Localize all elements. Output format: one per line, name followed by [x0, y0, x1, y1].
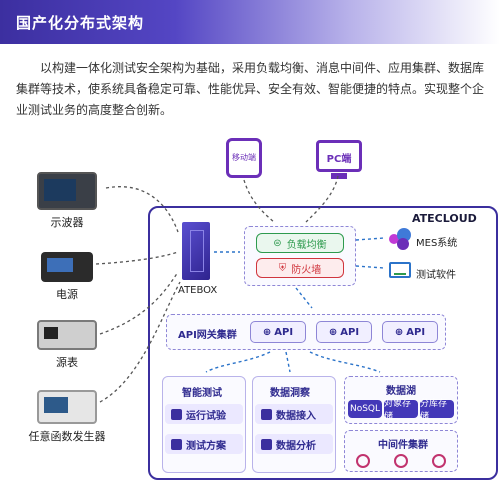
connector-oscilloscope — [105, 186, 179, 233]
data-insight-item: 数据接入 — [255, 404, 333, 424]
connector-mobile — [243, 179, 275, 223]
data-lake-title: 数据湖 — [386, 386, 416, 397]
api-node: ⊕API — [316, 321, 372, 343]
smart-test-box — [162, 376, 246, 473]
connector-api-lake — [309, 351, 381, 373]
device-label: 任意函数发生器 — [28, 430, 106, 443]
test-plan-icon — [171, 438, 182, 450]
connector-power — [95, 251, 179, 265]
pc-label: PC端 — [326, 154, 352, 165]
oscilloscope-icon — [37, 172, 97, 210]
api-node: ⊕API — [250, 321, 306, 343]
connector-pc — [305, 175, 339, 223]
api-icon: ⊕ — [328, 326, 338, 338]
pc-stand-icon — [331, 173, 347, 179]
data-lake-item: NoSQL — [348, 400, 382, 418]
data-insight-title: 数据洞察 — [270, 388, 310, 399]
api-icon: ⊕ — [262, 326, 272, 338]
smart-test-item: 测试方案 — [165, 434, 243, 454]
load-balance-icon: ⊜ — [273, 237, 282, 249]
page-title: 国产化分布式架构 — [16, 14, 145, 32]
device-power-supply: 电源 — [30, 252, 104, 302]
device-label: 示波器 — [50, 216, 84, 229]
middleware-title: 中间件集群 — [378, 440, 428, 451]
api-icon: ⊕ — [394, 326, 404, 338]
data-insight-box — [252, 376, 336, 473]
function-generator-icon — [37, 390, 97, 424]
load-balance-label: 负载均衡 — [286, 239, 327, 251]
mes-label: MES系统 — [416, 238, 458, 249]
api-node: ⊕API — [382, 321, 438, 343]
firewall-icon: ⛨ — [278, 262, 287, 274]
data-lake-item: 分库存储 — [420, 399, 454, 422]
connector-api-smart — [205, 351, 271, 373]
data-insight-item: 数据分析 — [255, 434, 333, 454]
test-software-icon — [389, 262, 411, 278]
connector-layer — [95, 175, 385, 403]
source-meter-icon — [37, 320, 97, 350]
firewall: ⛨ 防火墙 — [256, 258, 344, 278]
device-label: 源表 — [56, 356, 78, 369]
mobile-label: 移动端 — [232, 153, 256, 162]
data-lake-item: 对象存储 — [384, 399, 418, 422]
atecloud-title: ATECLOUD — [412, 212, 477, 225]
connector-generator — [99, 281, 181, 403]
test-software-label: 测试软件 — [416, 270, 456, 281]
device-oscilloscope: 示波器 — [30, 172, 104, 230]
atebox-label: ATEBOX — [178, 285, 218, 296]
connector-gateway-api — [295, 287, 313, 309]
power-supply-icon — [41, 252, 93, 282]
connector-source-meter — [99, 271, 179, 335]
data-analysis-icon — [261, 438, 272, 450]
data-access-icon — [261, 408, 272, 420]
intro-paragraph: 以构建一体化测试安全架构为基础，采用负载均衡、消息中间件、应用集群、数据库集群等… — [16, 61, 485, 117]
atebox-icon — [182, 222, 210, 280]
connector-gateway-software — [355, 265, 385, 269]
mobile-client: 移动端 — [226, 138, 262, 178]
load-balance: ⊜ 负载均衡 — [256, 233, 344, 253]
connector-api-data — [285, 351, 291, 373]
device-source-meter: 源表 — [30, 320, 104, 370]
header-banner: 国产化分布式架构 — [0, 0, 500, 44]
firewall-label: 防火墙 — [291, 264, 322, 276]
run-test-icon — [171, 408, 182, 420]
device-label: 电源 — [56, 288, 78, 301]
mes-icon — [389, 228, 411, 250]
smart-test-title: 智能测试 — [182, 388, 222, 399]
api-cluster-title: API网关集群 — [178, 330, 237, 341]
smart-test-item: 运行试验 — [165, 404, 243, 424]
connector-gateway-mes — [355, 237, 385, 241]
pc-client: PC端 — [316, 140, 362, 179]
device-function-generator: 任意函数发生器 — [22, 390, 112, 444]
